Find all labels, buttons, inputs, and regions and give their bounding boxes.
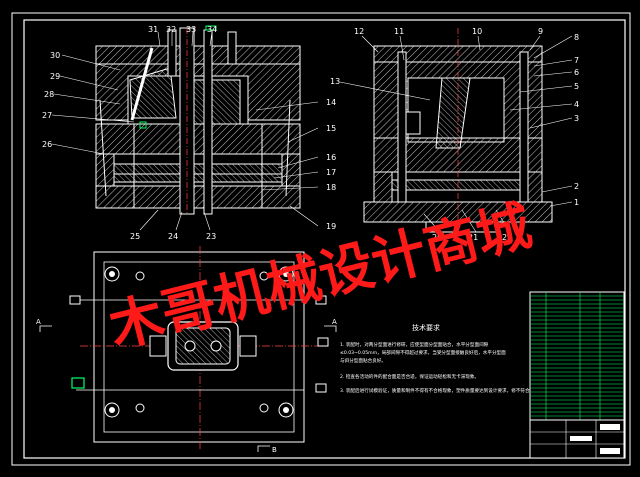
plan-view xyxy=(39,246,337,452)
label-20: 20 xyxy=(432,233,442,242)
label-9: 9 xyxy=(538,27,543,36)
label-6: 6 xyxy=(574,68,579,77)
front-section-view xyxy=(95,25,301,215)
tech-notes-line-5: 3. 装配后进行试模验证，质量和制件不得有不合格现象，塑件质量要达到设计要求，修… xyxy=(340,387,557,394)
tech-notes-title: 技术要求 xyxy=(412,323,440,332)
label-24: 24 xyxy=(168,232,178,241)
label-13: 13 xyxy=(330,77,340,86)
parts-list-title-block xyxy=(529,291,625,459)
label-3: 3 xyxy=(574,114,579,123)
label-31: 31 xyxy=(148,25,158,34)
label-1: 1 xyxy=(574,198,579,207)
label-29: 29 xyxy=(50,72,60,81)
label-26: 26 xyxy=(42,140,52,149)
label-8: 8 xyxy=(574,33,579,42)
label-30: 30 xyxy=(50,51,60,60)
label-28: 28 xyxy=(44,90,54,99)
tech-notes-line-1: 1. 装配时，对两分型面进行修研，应使型面分型面贴合，水平分型面间隙 xyxy=(340,341,489,348)
label-11: 11 xyxy=(394,27,404,36)
drawing-inner-border xyxy=(23,19,626,459)
front-view-labels xyxy=(51,31,319,231)
label-7: 7 xyxy=(574,56,579,65)
label-21: 21 xyxy=(468,233,478,242)
core-plate xyxy=(95,123,301,155)
label-16: 16 xyxy=(326,153,336,162)
section-mark-a-left: A xyxy=(36,318,41,326)
label-22: 22 xyxy=(502,233,512,242)
label-32: 32 xyxy=(166,25,176,34)
label-19: 19 xyxy=(326,222,336,231)
tech-notes-line-4: 2. 检查各活动的件的配合面是否合适，保证运动轻松和无卡滞现象。 xyxy=(340,373,479,380)
label-14: 14 xyxy=(326,98,336,107)
side-section-view xyxy=(363,28,553,240)
label-10: 10 xyxy=(472,27,482,36)
label-4: 4 xyxy=(574,100,579,109)
side-view-label-text: 12 11 10 9 8 7 6 5 4 3 13 2 1 20 21 22 xyxy=(330,27,579,242)
label-25: 25 xyxy=(130,232,140,241)
label-5: 5 xyxy=(574,82,579,91)
technical-notes: 技术要求 1. 装配时，对两分型面进行修研，应使型面分型面贴合，水平分型面间隙 … xyxy=(340,323,557,394)
top-clamp-plate xyxy=(95,45,301,65)
label-2: 2 xyxy=(574,182,579,191)
bottom-clamp-plate xyxy=(95,185,301,209)
label-17: 17 xyxy=(326,168,336,177)
label-15: 15 xyxy=(326,124,336,133)
drawing-outer-border xyxy=(11,12,631,466)
section-mark-b-bottom: B xyxy=(272,446,277,454)
section-mark-a-right: A xyxy=(332,318,337,326)
label-12: 12 xyxy=(354,27,364,36)
label-33: 33 xyxy=(186,25,196,34)
tech-notes-line-3: 与斜分型面贴合良好。 xyxy=(340,357,386,364)
label-27: 27 xyxy=(42,111,52,120)
front-view-label-text: 31 32 33 34 30 29 28 27 26 14 15 16 17 1… xyxy=(42,25,336,241)
side-view-labels xyxy=(339,35,573,233)
label-34: 34 xyxy=(207,25,217,34)
label-18: 18 xyxy=(326,183,336,192)
label-23: 23 xyxy=(206,232,216,241)
tech-notes-line-2: ≤0.03~0.05mm，局部间隙不得超过要求，当受分型面接触良好后，水平分型面 xyxy=(340,349,506,356)
